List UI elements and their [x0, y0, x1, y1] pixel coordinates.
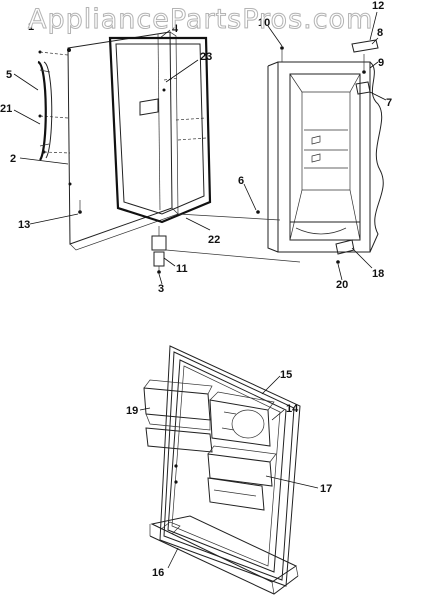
callout-11: 11 [176, 263, 188, 275]
callout-3: 3 [158, 283, 164, 295]
leader-lines-lower [139, 375, 319, 569]
callout-20: 20 [336, 279, 348, 291]
watermark: AppliancePartsPros.com [27, 4, 374, 36]
callout-19: 19 [126, 405, 138, 417]
callout-17: 17 [320, 483, 332, 495]
screw-markers [38, 48, 166, 186]
callout-16: 16 [152, 567, 164, 579]
leader-lines-upper [13, 11, 387, 285]
callout-12: 12 [372, 0, 384, 12]
callout-14: 14 [286, 403, 299, 415]
callout-15: 15 [280, 369, 292, 381]
callout-22: 22 [208, 234, 220, 246]
callout-18: 18 [372, 268, 384, 280]
callout-1: 1 [28, 21, 34, 33]
cabinet [256, 39, 384, 264]
callout-6: 6 [238, 175, 244, 187]
callout-23: 23 [200, 51, 212, 63]
callout-21: 21 [0, 103, 12, 115]
callout-13: 13 [18, 219, 30, 231]
door-handle [37, 60, 53, 161]
bottom-hinge [78, 200, 167, 274]
callout-10: 10 [258, 17, 270, 29]
callout-4: 4 [172, 23, 179, 35]
callout-9: 9 [378, 57, 384, 69]
freezer-door-group [38, 31, 179, 251]
callout-labels: 12 8 9 7 10 5 21 2 23 4 1 13 6 22 11 3 1… [0, 0, 392, 579]
door-interior [143, 345, 301, 595]
callout-2: 2 [10, 153, 16, 165]
callout-7: 7 [386, 97, 392, 109]
callout-5: 5 [6, 69, 12, 81]
callout-8: 8 [377, 27, 383, 39]
door-gasket [108, 36, 212, 224]
